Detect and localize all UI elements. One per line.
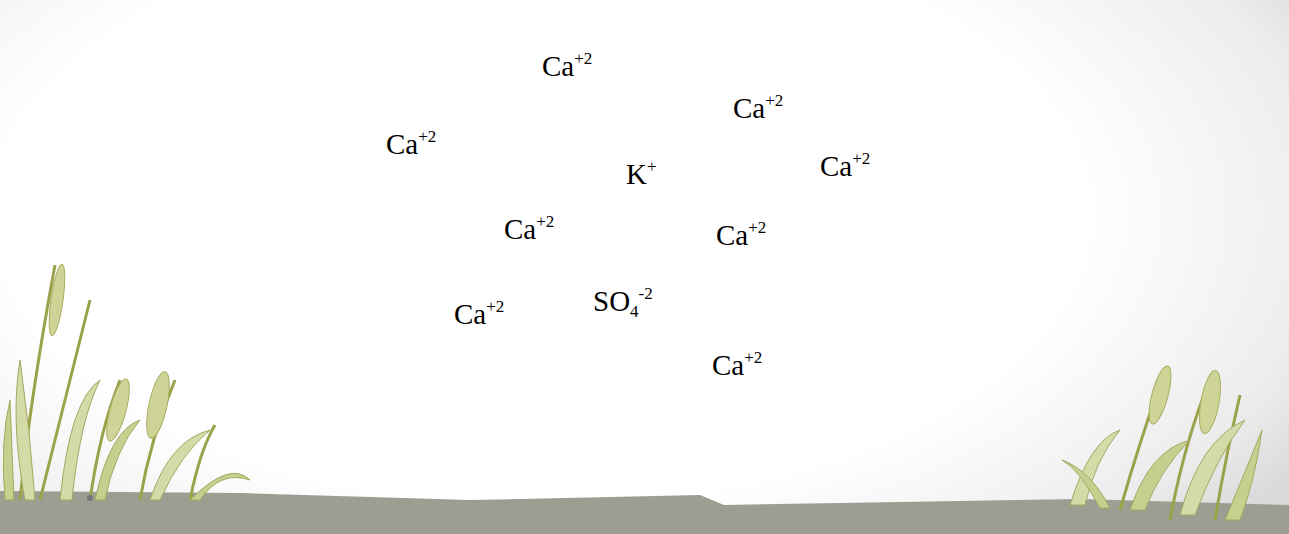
grass-seedhead xyxy=(46,264,68,337)
grass-leaf xyxy=(190,473,250,500)
grass-leaf xyxy=(1225,430,1262,520)
ion-label: Ca+2 xyxy=(712,351,762,380)
ion-label: Ca+2 xyxy=(504,215,554,244)
grass-leaf xyxy=(16,360,35,500)
ion-label: Ca+2 xyxy=(733,94,783,123)
ion-label: Ca+2 xyxy=(386,130,436,159)
ion-label: Ca+2 xyxy=(716,221,766,250)
ion-label: Ca+2 xyxy=(820,152,870,181)
ion-label: Ca+2 xyxy=(542,52,592,81)
grass-leaf xyxy=(95,420,140,500)
grass-right xyxy=(1062,364,1262,520)
grass-seedhead xyxy=(1145,364,1176,426)
pebble xyxy=(87,495,93,501)
ion-label: Ca+2 xyxy=(454,300,504,329)
grass-seedhead xyxy=(142,370,174,440)
grass-leaf xyxy=(3,400,14,500)
ion-label: SO4-2 xyxy=(593,287,653,316)
grass-seedhead xyxy=(1196,369,1225,435)
ion-label: K+ xyxy=(626,160,657,189)
grass-leaf xyxy=(1130,440,1190,510)
grass-leaf xyxy=(1062,460,1110,508)
grass-leaf xyxy=(60,380,100,500)
grass-left xyxy=(3,264,250,501)
